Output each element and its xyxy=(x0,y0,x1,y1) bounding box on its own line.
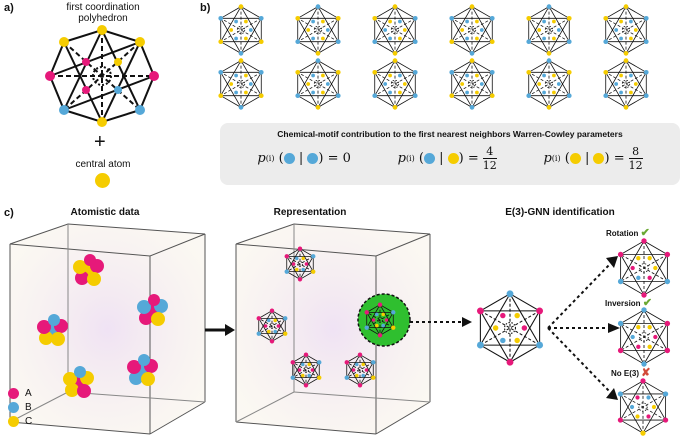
polyhedron-caption-line2: polyhedron xyxy=(78,13,128,24)
blue-dot xyxy=(283,153,295,164)
representation-title: Representation xyxy=(273,207,347,218)
plus-sign: + xyxy=(94,131,106,153)
atom-cluster xyxy=(73,254,104,286)
yellow-dot xyxy=(8,415,19,427)
central-atom-caption: central atom xyxy=(75,159,131,170)
blue-dot xyxy=(423,153,435,164)
dotted-arrow xyxy=(410,317,472,327)
atom-cluster xyxy=(63,366,94,398)
motif-polyhedron xyxy=(600,58,652,115)
gnn-polyhedron xyxy=(472,290,548,371)
motif-polyhedron xyxy=(215,4,267,61)
polyhedron-caption: first coordination polyhedron xyxy=(48,2,158,24)
atom-cluster xyxy=(137,294,168,326)
legend-item-c: C xyxy=(8,414,32,428)
legend-item-a: A xyxy=(8,386,32,400)
arrow-right-icon xyxy=(205,324,235,336)
warren-cowley-box: Chemical-motif contribution to the first… xyxy=(220,123,680,185)
yellow-dot xyxy=(593,153,605,164)
species-legend: A B C xyxy=(8,386,32,428)
representation-polyhedron xyxy=(284,246,316,282)
motif-polyhedron xyxy=(523,4,575,61)
motif-polyhedron xyxy=(369,4,421,61)
check-icon: ✔ xyxy=(640,227,650,239)
gnn-title: E(3)-GNN identification xyxy=(505,207,615,218)
motif-polyhedron xyxy=(292,4,344,61)
inversion-label: Inversion ✔ xyxy=(605,297,653,309)
panel-a-label: a) xyxy=(4,2,14,14)
motif-polyhedron xyxy=(215,58,267,115)
motif-polyhedron xyxy=(600,4,652,61)
yellow-dot xyxy=(569,153,581,164)
motif-grid xyxy=(215,4,685,114)
motif-polyhedron xyxy=(446,4,498,61)
representation-polyhedron xyxy=(344,352,376,388)
legend-item-b: B xyxy=(8,400,32,414)
rotation-polyhedron xyxy=(614,238,674,303)
blue-dot xyxy=(307,153,319,164)
no-e3-label: No E(3) ✘ xyxy=(611,367,651,379)
cross-icon: ✘ xyxy=(641,367,651,379)
rotation-label: Rotation ✔ xyxy=(606,227,650,239)
atomistic-title: Atomistic data xyxy=(70,207,140,218)
motif-polyhedron xyxy=(523,58,575,115)
branch-arrows xyxy=(547,256,620,400)
formula-blue-blue: p(i) ( | ) = 0 xyxy=(257,151,351,166)
pink-dot xyxy=(8,387,19,399)
inversion-polyhedron xyxy=(614,307,674,372)
atom-cluster xyxy=(37,314,68,346)
warren-cowley-title: Chemical-motif contribution to the first… xyxy=(277,129,623,139)
representation-polyhedron xyxy=(364,302,396,338)
polyhedron-caption-line1: first coordination xyxy=(66,2,140,13)
panel-c-label: c) xyxy=(4,207,14,219)
yellow-dot xyxy=(447,153,459,164)
representation-cube xyxy=(235,223,431,435)
no-e3-polyhedron xyxy=(614,378,672,441)
representation-polyhedron xyxy=(290,352,322,388)
representation-polyhedron xyxy=(256,308,288,344)
motif-polyhedron xyxy=(446,58,498,115)
panel-b-label: b) xyxy=(200,2,211,14)
highlight-circle xyxy=(357,293,411,347)
main-polyhedron xyxy=(45,25,159,127)
motif-polyhedron xyxy=(369,58,421,115)
motif-polyhedron xyxy=(292,58,344,115)
blue-dot xyxy=(8,401,19,413)
check-icon: ✔ xyxy=(642,297,653,309)
atom-cluster xyxy=(127,354,158,386)
atomistic-cube xyxy=(9,223,206,435)
central-atom-dot xyxy=(95,173,110,188)
